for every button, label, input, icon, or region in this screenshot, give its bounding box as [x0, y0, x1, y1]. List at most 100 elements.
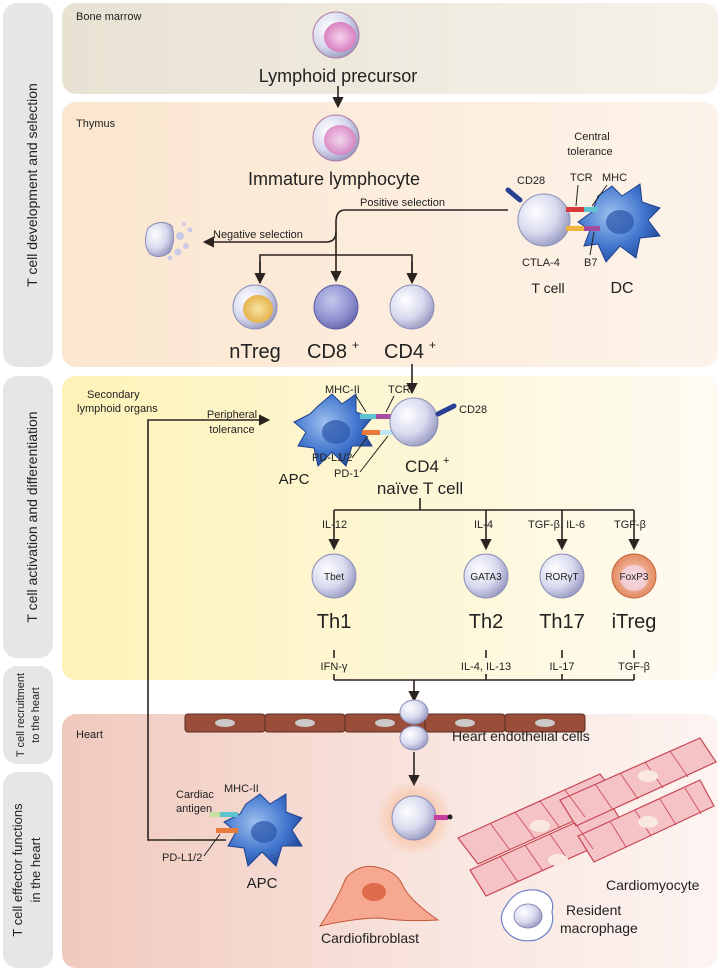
- tcr-bar: [566, 207, 586, 212]
- panel-secondary-lymphoid: [62, 376, 718, 680]
- side-label-recruitment-2: to the heart: [30, 687, 42, 743]
- side-label-recruitment-1: T cell recruitment: [15, 673, 27, 757]
- negative-selection-label: Negative selection: [213, 229, 303, 241]
- pdl1-label: PD-L1/2: [312, 452, 352, 464]
- positive-selection-label: Positive selection: [360, 197, 445, 209]
- transmigrating-t-cell: [399, 699, 429, 751]
- cd8-cell: [313, 284, 359, 330]
- cardiofibroblast-cell: [318, 865, 440, 927]
- cd28-label: CD28: [517, 175, 545, 187]
- mhc-pointer: [591, 184, 608, 207]
- cardiac-antigen-bar: [210, 812, 220, 817]
- mhc-label: MHC: [602, 172, 627, 184]
- tcr-pointer-activation: [385, 395, 395, 413]
- side-bar-recruitment: [3, 666, 53, 764]
- apc-label-activation: APC: [279, 471, 310, 488]
- cardiomyocyte-label: Cardiomyocyte: [606, 877, 700, 893]
- tcr-pointer: [575, 184, 579, 207]
- cytokine-out-th1: IFN-γ: [321, 661, 348, 673]
- subset-th2: Th2: [469, 611, 503, 633]
- subset-itreg: iTreg: [612, 611, 657, 633]
- pd1-pointer: [359, 435, 389, 473]
- lymphoid-precursor-cell: [312, 11, 360, 59]
- dc-label: DC: [610, 280, 633, 297]
- immature-lymphocyte-label: Immature lymphocyte: [248, 169, 420, 189]
- ctla4-label: CTLA-4: [522, 257, 560, 269]
- section-bone-marrow: Bone marrow: [76, 11, 141, 23]
- mhc-bar: [584, 207, 598, 212]
- cardiofibroblast-label: Cardiofibroblast: [321, 930, 419, 946]
- cardiac-antigen-label-2: antigen: [176, 803, 212, 815]
- central-tolerance-label-2: tolerance: [567, 146, 612, 158]
- b7-bar: [584, 226, 600, 231]
- central-tolerance-label-1: Central: [574, 131, 609, 143]
- section-secondary-2: lymphoid organs: [77, 403, 158, 415]
- cd28-receptor-activation: [435, 403, 457, 417]
- cd4-cell: [389, 284, 435, 330]
- cd8-plus: +: [352, 338, 359, 352]
- cardiac-antigen-label-1: Cardiac: [176, 789, 214, 801]
- section-thymus: Thymus: [76, 118, 116, 130]
- cardiac-mhc-ii-label: MHC-II: [224, 783, 259, 795]
- immature-lymphocyte-cell: [312, 114, 360, 162]
- pdl1-bar: [362, 430, 380, 435]
- cd8-label: CD8: [307, 341, 347, 363]
- endothelial-layer: [184, 713, 586, 733]
- naive-t-cell-label: naïve T cell: [377, 479, 463, 498]
- peripheral-tolerance-2: tolerance: [209, 424, 254, 436]
- itreg-cell: [611, 553, 657, 599]
- cd4-label: CD4: [384, 341, 424, 363]
- naive-cd4-label: CD4: [405, 457, 439, 476]
- naive-t-cell: [389, 397, 439, 447]
- pdl1-pointer: [351, 435, 369, 459]
- apc-cell-activation: [293, 393, 373, 467]
- arrow-positive-selection: [330, 209, 508, 283]
- cardiac-mhc-ii-bar: [220, 812, 238, 817]
- section-secondary-1: Secondary: [87, 389, 140, 401]
- naive-cd4-plus: +: [443, 455, 449, 467]
- side-label-effector-1: T cell effector functions: [10, 803, 25, 937]
- subset-th17: Th17: [539, 611, 585, 633]
- apc-label-heart: APC: [247, 875, 278, 892]
- panel-thymus: [62, 102, 718, 367]
- infiltrating-t-cell: [391, 795, 453, 841]
- cd28-receptor: [505, 187, 523, 203]
- cardiac-pdl1-label: PD-L1/2: [162, 852, 202, 864]
- apoptotic-cell: [144, 222, 193, 261]
- tf-gata3: GATA3: [470, 572, 502, 583]
- b7-label: B7: [584, 257, 597, 269]
- th2-cell: [463, 553, 509, 599]
- mhc-ii-pointer: [355, 395, 367, 413]
- output-lines: [333, 650, 635, 681]
- tf-rorgt: RORγT: [545, 572, 578, 583]
- cytokine-in-th1: IL-12: [322, 519, 347, 531]
- resident-macrophage-cell: [500, 889, 554, 942]
- tcr-bar-activation: [376, 414, 394, 419]
- cytokine-out-th17: IL-17: [549, 661, 574, 673]
- dc-cell: [577, 183, 661, 263]
- peripheral-tolerance-loop: [147, 414, 271, 841]
- cardiac-pdl1-pointer: [203, 833, 221, 857]
- tf-foxp3: FoxP3: [620, 572, 649, 583]
- cytokine-out-th2: IL-4, IL-13: [461, 661, 511, 673]
- peripheral-tolerance-1: Peripheral: [207, 409, 257, 421]
- tcr-label: TCR: [570, 172, 593, 184]
- pd1-label: PD-1: [334, 468, 359, 480]
- side-bar-effector: [3, 772, 53, 968]
- tcr-label-activation: TCR: [388, 384, 411, 396]
- cytokine-in-itreg: TGF-β: [614, 519, 646, 531]
- arrow-negative-selection: [202, 231, 337, 248]
- pd1-bar: [380, 430, 396, 435]
- ntreg-label: nTreg: [229, 341, 281, 363]
- endothelial-label: Heart endothelial cells: [452, 728, 590, 744]
- central-t-cell: [517, 193, 571, 247]
- cd28-label-activation: CD28: [459, 404, 487, 416]
- cardiac-pdl1-bar: [216, 828, 238, 833]
- b7-pointer: [589, 231, 595, 256]
- side-label-effector-2: in the heart: [28, 837, 43, 902]
- tf-tbet: Tbet: [324, 572, 344, 583]
- cytokine-in-th17: TGF-β, IL-6: [528, 519, 585, 531]
- cytokine-in-th2: IL-4: [474, 519, 493, 531]
- lymphoid-precursor-label: Lymphoid precursor: [259, 66, 417, 86]
